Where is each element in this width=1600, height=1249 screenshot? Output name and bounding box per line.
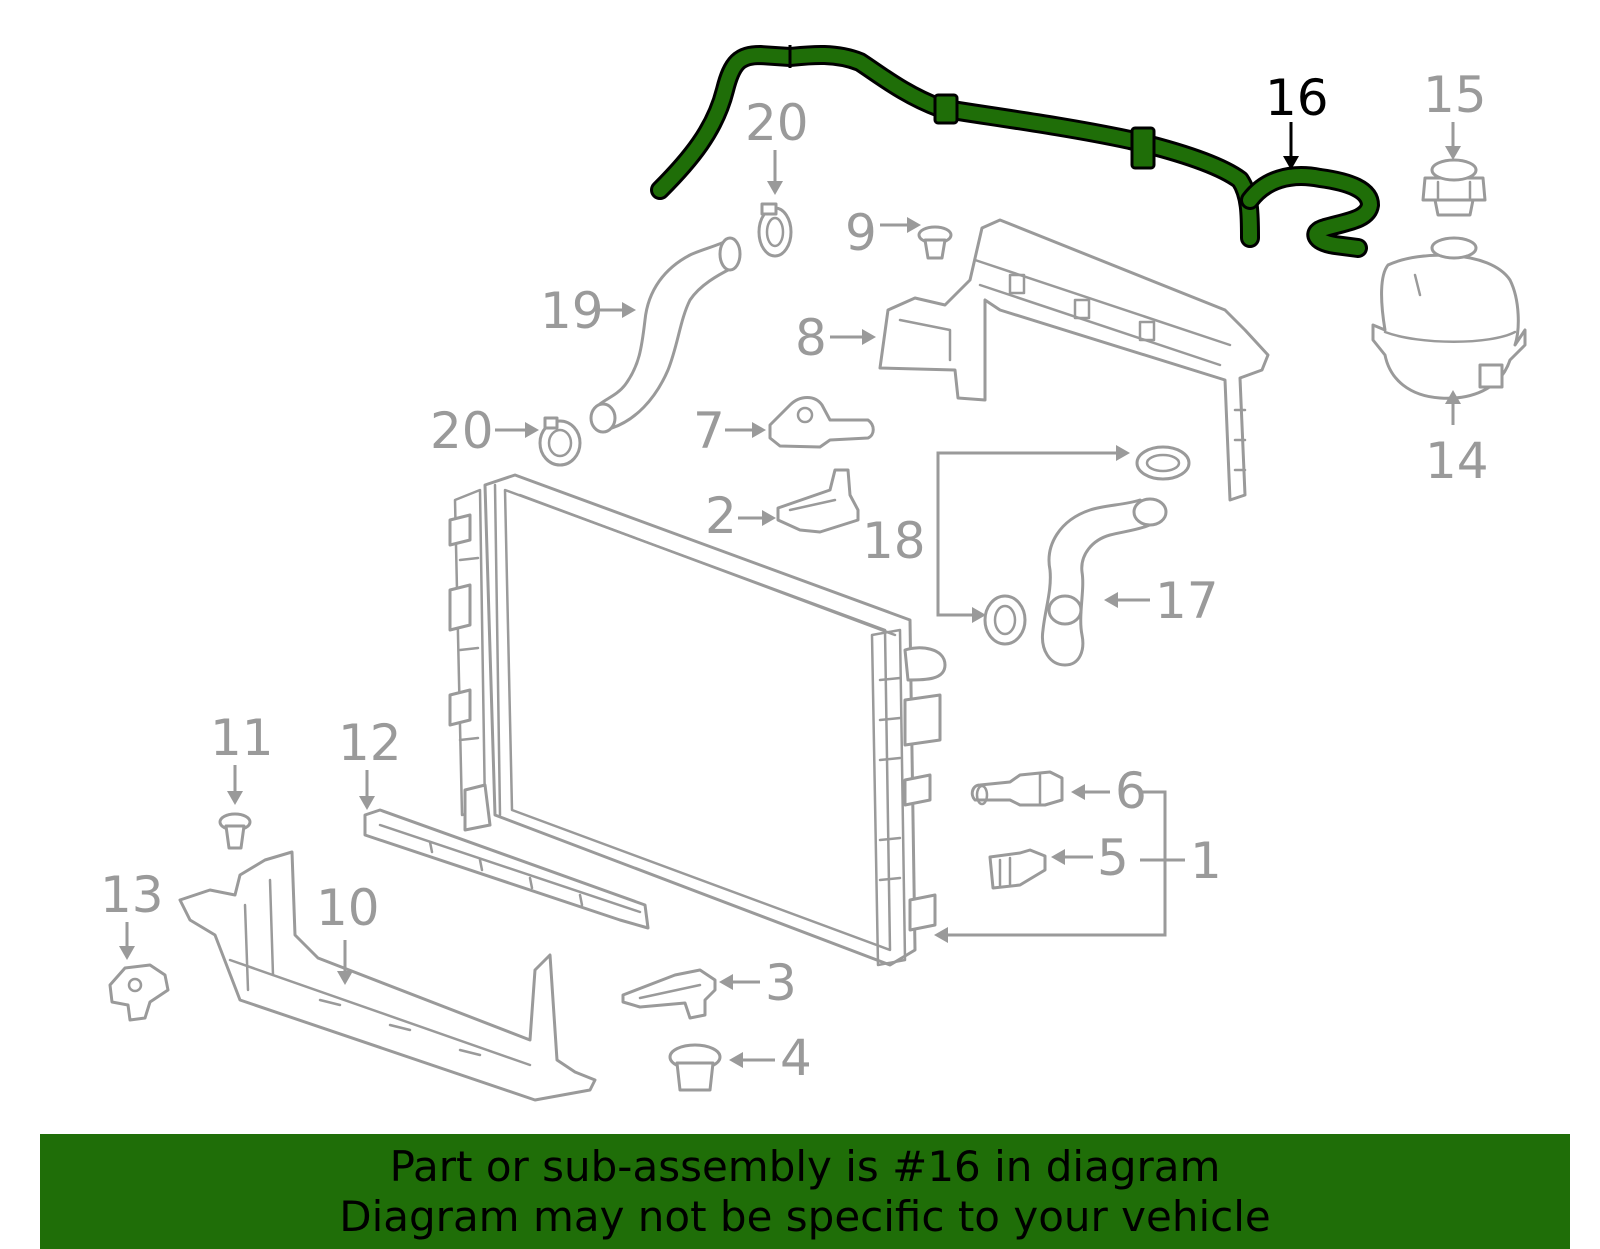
part-9-pin[interactable]: [917, 225, 953, 260]
part-13-connector[interactable]: [108, 963, 170, 1022]
callout-13-label: 13: [100, 866, 164, 924]
callout-5: 5: [1051, 829, 1129, 887]
callout-3: 3: [719, 954, 797, 1012]
radiator[interactable]: [448, 473, 947, 967]
callout-20-upper-label: 20: [745, 94, 809, 152]
part-2-bracket[interactable]: [776, 468, 860, 534]
part-14-reservoir[interactable]: [1371, 236, 1527, 400]
part-17-hose[interactable]: [1040, 497, 1168, 667]
callout-2: 2: [705, 487, 776, 545]
part-5-sensor[interactable]: [988, 848, 1047, 890]
part-18-clamp-upper[interactable]: [1135, 445, 1191, 481]
callout-10: 10: [316, 879, 380, 985]
callout-15-label: 15: [1423, 66, 1487, 124]
callout-11: 11: [210, 709, 274, 805]
callout-16: 16: [1265, 69, 1329, 170]
callout-8: 8: [795, 309, 876, 367]
callout-4: 4: [729, 1029, 812, 1087]
part-10-deflector[interactable]: [178, 850, 597, 1102]
callout-14: 14: [1425, 390, 1489, 490]
callout-7: 7: [693, 402, 766, 460]
part-4-plug[interactable]: [668, 1043, 722, 1092]
callout-20-upper: 20: [745, 94, 809, 195]
callout-11-label: 11: [210, 709, 274, 767]
callout-20-lower: 20: [430, 402, 539, 460]
part-12-seal[interactable]: [363, 808, 650, 930]
callout-12-label: 12: [338, 714, 402, 772]
callout-15: 15: [1423, 66, 1487, 160]
callout-12: 12: [338, 714, 402, 810]
callout-7-label: 7: [693, 402, 725, 460]
part-7-bracket[interactable]: [768, 396, 875, 449]
callout-14-label: 14: [1425, 432, 1489, 490]
banner-line-2: Diagram may not be specific to your vehi…: [339, 1191, 1271, 1241]
callout-19-label: 19: [540, 282, 604, 340]
part-15-cap[interactable]: [1421, 158, 1487, 217]
callout-19: 19: [540, 282, 636, 340]
banner-line-1: Part or sub-assembly is #16 in diagram: [389, 1141, 1221, 1191]
info-banner: Part or sub-assembly is #16 in diagram D…: [40, 1134, 1570, 1249]
part-20-clamp-upper[interactable]: [757, 202, 793, 258]
callout-10-label: 10: [316, 879, 380, 937]
part-8-tie-bar[interactable]: [878, 218, 1270, 502]
callout-13: 13: [100, 866, 164, 960]
part-11-clip[interactable]: [218, 812, 252, 850]
part-3-bracket[interactable]: [621, 968, 717, 1020]
callout-17-label: 17: [1155, 572, 1219, 630]
callout-8-label: 8: [795, 309, 827, 367]
part-20-clamp-lower[interactable]: [538, 416, 582, 467]
callout-1: 1: [934, 790, 1222, 943]
part-19-hose[interactable]: [589, 236, 742, 434]
callout-3-label: 3: [765, 954, 797, 1012]
part-16-hose[interactable]: [650, 44, 1380, 258]
callout-18-label: 18: [862, 512, 926, 570]
part-6-sensor[interactable]: [970, 770, 1064, 807]
callout-9-label: 9: [845, 204, 877, 262]
callout-20-lower-label: 20: [430, 402, 494, 460]
callout-1-label: 1: [1190, 832, 1222, 890]
part-18-clamp-lower[interactable]: [983, 594, 1027, 646]
callout-6: 6: [1071, 762, 1147, 820]
callout-16-label: 16: [1265, 69, 1329, 127]
callout-17: 17: [1104, 572, 1219, 630]
callout-2-label: 2: [705, 487, 737, 545]
callout-18: 18: [862, 445, 1130, 623]
callout-5-label: 5: [1097, 829, 1129, 887]
callout-4-label: 4: [780, 1029, 812, 1087]
callout-9: 9: [845, 204, 921, 262]
